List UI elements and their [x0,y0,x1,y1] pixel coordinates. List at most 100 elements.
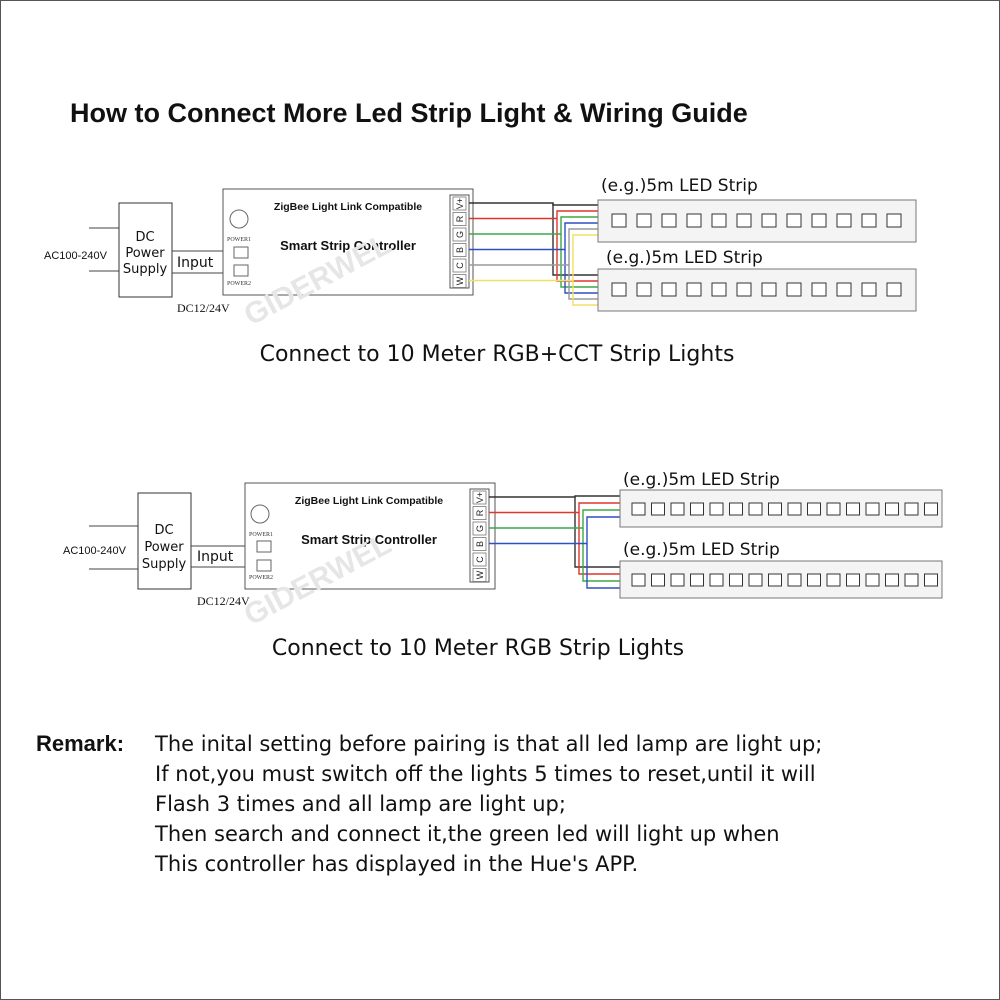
led-chip [686,213,702,228]
terminal-slot [452,258,467,273]
power-supply-box [118,202,173,298]
terminal-label-2: G [455,231,465,238]
terminal-label-5: W [475,570,485,579]
terminal-label-3: B [475,541,485,547]
led-chip [709,573,724,587]
led-chip [636,213,652,228]
led-chip [846,573,860,587]
led-chip [729,502,743,516]
led-chip [826,573,841,587]
dc-voltage-label: DC12/24V [177,301,230,315]
wire-to-strip-1 [469,210,598,220]
led-chip [807,573,821,587]
wire-to-strip-2 [560,234,598,288]
wire-to-strip-1 [469,234,598,282]
terminal-label-1: R [455,215,465,222]
power2-port [233,264,249,277]
terminal-label-3: B [455,247,465,253]
led-chip [886,213,902,228]
led-chip [636,282,652,297]
led-chip [736,282,752,297]
psu-label-line-2: Power [144,540,184,555]
remark-line-2: If not,you must switch off the lights 5 … [155,762,816,786]
power2-port [256,559,272,572]
led-chip [836,282,852,297]
led-chip [651,502,665,516]
ac-voltage-label: AC100-240V [44,250,108,262]
power1-label: POWER1 [249,532,273,538]
led-chip [786,282,802,297]
led-chip [670,573,685,587]
remark-line-3: Flash 3 times and all lamp are light up; [155,792,566,816]
wire-to-strip-2 [586,543,620,589]
strip-label-1: (e.g.)5m LED Strip [601,176,758,196]
psu-label-line-3: Supply [142,557,187,572]
led-strip-1-chips [631,502,938,516]
led-chip [885,502,899,516]
led-chip [861,282,877,297]
diagram-caption: Connect to 10 Meter RGB+CCT Strip Lights [260,342,735,367]
strip-label-2: (e.g.)5m LED Strip [606,248,763,268]
remark-line-1: The inital setting before pairing is tha… [154,732,822,756]
led-chip [865,573,880,587]
psu-label-line-1: DC [135,230,154,245]
led-chip [761,282,777,297]
remark-section: Remark: The inital setting before pairin… [36,731,822,876]
terminal-slot [452,196,467,211]
led-chip [846,502,860,516]
power2-label: POWER2 [227,281,251,287]
psu-label-line-1: DC [154,523,173,538]
led-chip [904,502,919,516]
controller-name: Smart Strip Controller [280,238,416,253]
led-chip [690,573,704,587]
terminal-slot [452,274,467,288]
wire-to-strip-1 [489,495,620,498]
terminal-slot [472,490,487,505]
power1-port [233,246,249,259]
wire-to-strip-2 [578,512,620,575]
wire-to-strip-1 [469,202,598,206]
led-chip [924,502,938,516]
power-button-icon [250,504,270,524]
wire-to-strip-1 [469,216,598,235]
led-chip [651,573,665,587]
smart-strip-controller [222,188,474,296]
controller-header: ZigBee Light Link Compatible [274,201,422,213]
led-chip [826,502,841,516]
led-chip [807,502,821,516]
output-wires [469,202,598,306]
led-chip [709,502,724,516]
power-button-icon [229,209,249,229]
smart-strip-controller [244,482,496,590]
terminal-slot [472,521,487,536]
strip-label-2: (e.g.)5m LED Strip [623,540,780,560]
terminal-label-4: C [475,556,485,563]
led-chip [686,282,702,297]
remark-label: Remark: [36,731,124,756]
led-chip [861,213,877,228]
led-strip-2-chips [631,573,938,587]
led-chip [631,573,646,587]
wire-to-strip-2 [568,265,598,300]
power2-label: POWER2 [249,575,273,581]
led-strip-1-chips [611,213,902,228]
wire-to-strip-2 [552,203,598,276]
power1-label: POWER1 [227,237,251,243]
terminal-slot [452,243,467,257]
terminal-label-0: V+ [455,198,465,209]
led-chip [611,282,627,297]
led-strip-2-chips [611,282,902,297]
strip-label-1: (e.g.)5m LED Strip [623,470,780,490]
wire-to-strip-2 [574,497,620,568]
terminal-slot [452,227,467,242]
led-chip [661,282,677,297]
terminal-label-0: V+ [475,492,485,503]
led-chip [768,502,782,516]
led-chip [886,282,902,297]
page-title: How to Connect More Led Strip Light & Wi… [70,98,748,128]
led-chip [748,573,763,587]
led-chip [787,502,802,516]
